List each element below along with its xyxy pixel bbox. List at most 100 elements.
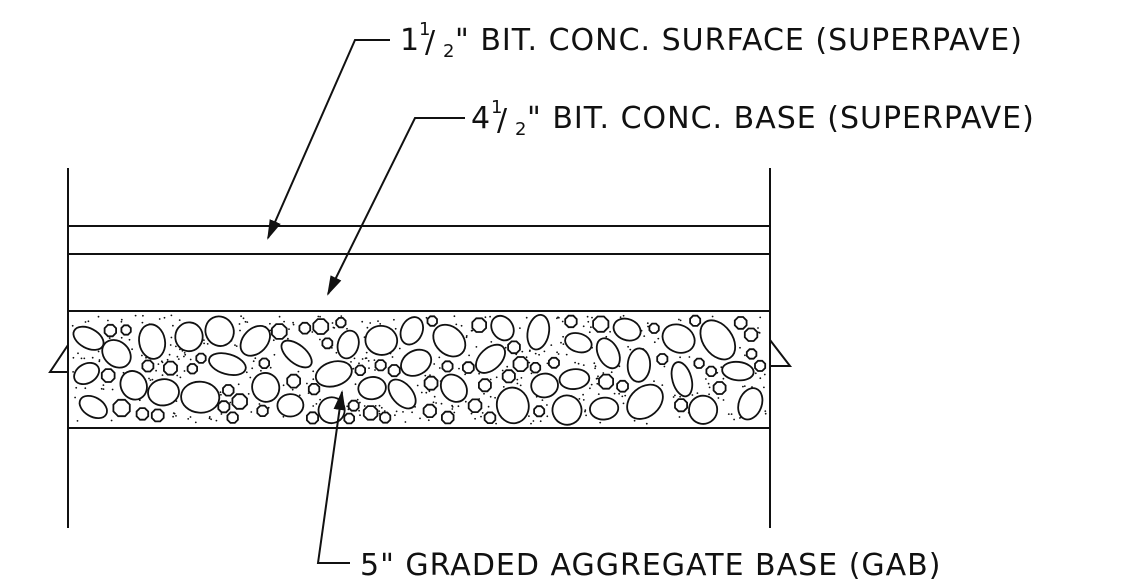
aggregate-grain xyxy=(543,350,546,353)
aggregate-grain xyxy=(246,321,249,323)
aggregate-grain xyxy=(742,385,744,388)
aggregate-grain xyxy=(707,382,710,385)
aggregate-grain xyxy=(283,320,285,323)
aggregate-grain xyxy=(319,338,321,341)
aggregate-grain xyxy=(331,347,333,349)
aggregate-grain xyxy=(158,318,161,320)
aggregate-grain xyxy=(335,351,338,354)
aggregate-grain xyxy=(315,403,318,405)
aggregate-grain xyxy=(312,405,315,407)
aggregate-grain xyxy=(494,396,496,399)
aggregate-grain xyxy=(169,344,172,346)
aggregate-grain xyxy=(80,357,83,360)
aggregate-grain xyxy=(120,318,123,321)
aggregate-pebble xyxy=(529,361,542,374)
aggregate-grain xyxy=(464,373,466,376)
aggregate-grain xyxy=(87,320,90,323)
aggregate-pebble xyxy=(693,357,705,369)
aggregate-grain xyxy=(359,401,361,404)
aggregate-pebble xyxy=(135,407,150,421)
aggregate-grain xyxy=(645,422,648,425)
aggregate-stone xyxy=(688,394,719,425)
aggregate-grain xyxy=(596,377,599,380)
aggregate-grain xyxy=(618,365,621,368)
aggregate-pebble xyxy=(217,400,231,414)
aggregate-grain xyxy=(395,410,398,413)
aggregate-grain xyxy=(602,372,605,374)
aggregate-grain xyxy=(594,367,596,370)
aggregate-grain xyxy=(175,345,177,348)
aggregate-grain xyxy=(179,348,181,351)
aggregate-grain xyxy=(269,366,272,369)
aggregate-grain xyxy=(691,394,694,396)
aggregate-grain xyxy=(593,362,596,365)
aggregate-grain xyxy=(76,420,79,422)
aggregate-grain xyxy=(716,371,719,374)
aggregate-grain xyxy=(468,354,470,357)
aggregate-stone xyxy=(495,386,530,425)
aggregate-grain xyxy=(521,350,524,353)
aggregate-pebble xyxy=(689,314,702,327)
aggregate-grain xyxy=(244,320,247,323)
aggregate-grain xyxy=(528,361,531,364)
aggregate-stone xyxy=(399,316,424,346)
aggregate-pebble xyxy=(374,359,387,372)
aggregate-grain xyxy=(475,346,478,348)
aggregate-pebble xyxy=(387,364,401,378)
aggregate-grain xyxy=(306,382,308,385)
aggregate-grain xyxy=(727,413,730,415)
aggregate-grain xyxy=(142,314,144,317)
aggregate-stone xyxy=(239,325,271,357)
surface-fraction-numerator: 1 xyxy=(419,19,430,40)
aggregate-stone xyxy=(357,376,387,401)
aggregate-grain xyxy=(120,336,123,339)
aggregate-grain xyxy=(206,343,209,345)
aggregate-grain xyxy=(458,367,460,370)
aggregate-stone xyxy=(180,380,221,414)
aggregate-grain xyxy=(574,361,576,364)
aggregate-grain xyxy=(495,376,498,379)
aggregate-grain xyxy=(380,406,383,409)
aggregate-grain xyxy=(173,412,176,415)
aggregate-grain xyxy=(495,422,497,425)
aggregate-grain xyxy=(292,323,295,326)
aggregate-grain xyxy=(404,421,407,423)
aggregate-grain xyxy=(91,356,94,359)
aggregate-grain xyxy=(347,408,350,411)
aggregate-grain xyxy=(215,419,218,422)
aggregate-grain xyxy=(433,395,436,398)
aggregate-grain xyxy=(516,378,519,381)
aggregate-grain xyxy=(515,353,518,356)
aggregate-grain xyxy=(679,356,681,359)
aggregate-grain xyxy=(319,398,321,401)
aggregate-grain xyxy=(402,411,404,413)
aggregate-pebble xyxy=(343,412,356,425)
aggregate-grain xyxy=(367,360,370,362)
aggregate-grain xyxy=(562,343,565,345)
aggregate-stone xyxy=(387,378,417,410)
aggregate-grain xyxy=(250,411,253,413)
aggregate-grain xyxy=(674,394,676,397)
aggregate-grain xyxy=(312,378,315,381)
aggregate-grain xyxy=(539,420,542,423)
aggregate-grain xyxy=(546,404,548,406)
aggregate-grain xyxy=(519,384,522,387)
aggregate-grain xyxy=(172,324,174,327)
aggregate-grain xyxy=(489,315,491,318)
aggregate-grain xyxy=(594,365,597,368)
aggregate-pebble xyxy=(335,316,347,329)
aggregate-grain xyxy=(453,315,456,318)
aggregate-grain xyxy=(535,395,538,398)
aggregate-pebble xyxy=(548,356,560,369)
aggregate-grain xyxy=(678,318,680,321)
aggregate-grain xyxy=(764,412,767,415)
base-whole-number: 4 xyxy=(471,101,491,136)
aggregate-grain xyxy=(358,362,360,365)
aggregate-grain xyxy=(297,370,300,373)
aggregate-grain xyxy=(744,354,746,357)
aggregate-grain xyxy=(148,377,150,380)
aggregate-grain xyxy=(584,410,586,413)
aggregate-grain xyxy=(546,415,549,418)
aggregate-grain xyxy=(378,412,381,415)
aggregate-grain xyxy=(759,377,762,380)
